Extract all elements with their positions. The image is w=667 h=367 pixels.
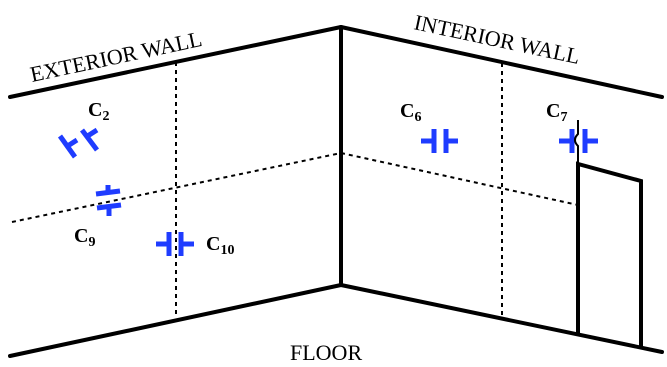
capacitor-c10-label: C10 bbox=[206, 233, 234, 258]
interior-wall-horizontal-guide bbox=[340, 152, 579, 206]
capacitor-c9-symbol bbox=[95, 185, 122, 216]
capacitor-c10-symbol bbox=[156, 232, 194, 256]
exterior-wall-horizontal-guide bbox=[11, 152, 342, 223]
door-frame bbox=[576, 161, 643, 349]
door bbox=[576, 161, 643, 349]
capacitor-c6-label: C6 bbox=[400, 100, 421, 125]
capacitor-c2-label: C2 bbox=[88, 99, 109, 124]
interior-wall-floor-edge bbox=[339, 283, 664, 354]
capacitor-c7-label: C7 bbox=[546, 100, 567, 125]
capacitor-c6-symbol bbox=[421, 129, 458, 153]
exterior-wall-label: EXTERIOR WALL bbox=[28, 26, 204, 87]
capacitor-c2-symbol bbox=[57, 127, 99, 159]
capacitor-c7-symbol bbox=[559, 120, 598, 164]
dashed-guides bbox=[11, 62, 579, 320]
floor-label: FLOOR bbox=[290, 340, 362, 365]
capacitor-c9-label: C9 bbox=[74, 225, 95, 250]
interior-wall-top-edge bbox=[339, 25, 664, 99]
exterior-wall-floor-edge bbox=[8, 283, 343, 358]
